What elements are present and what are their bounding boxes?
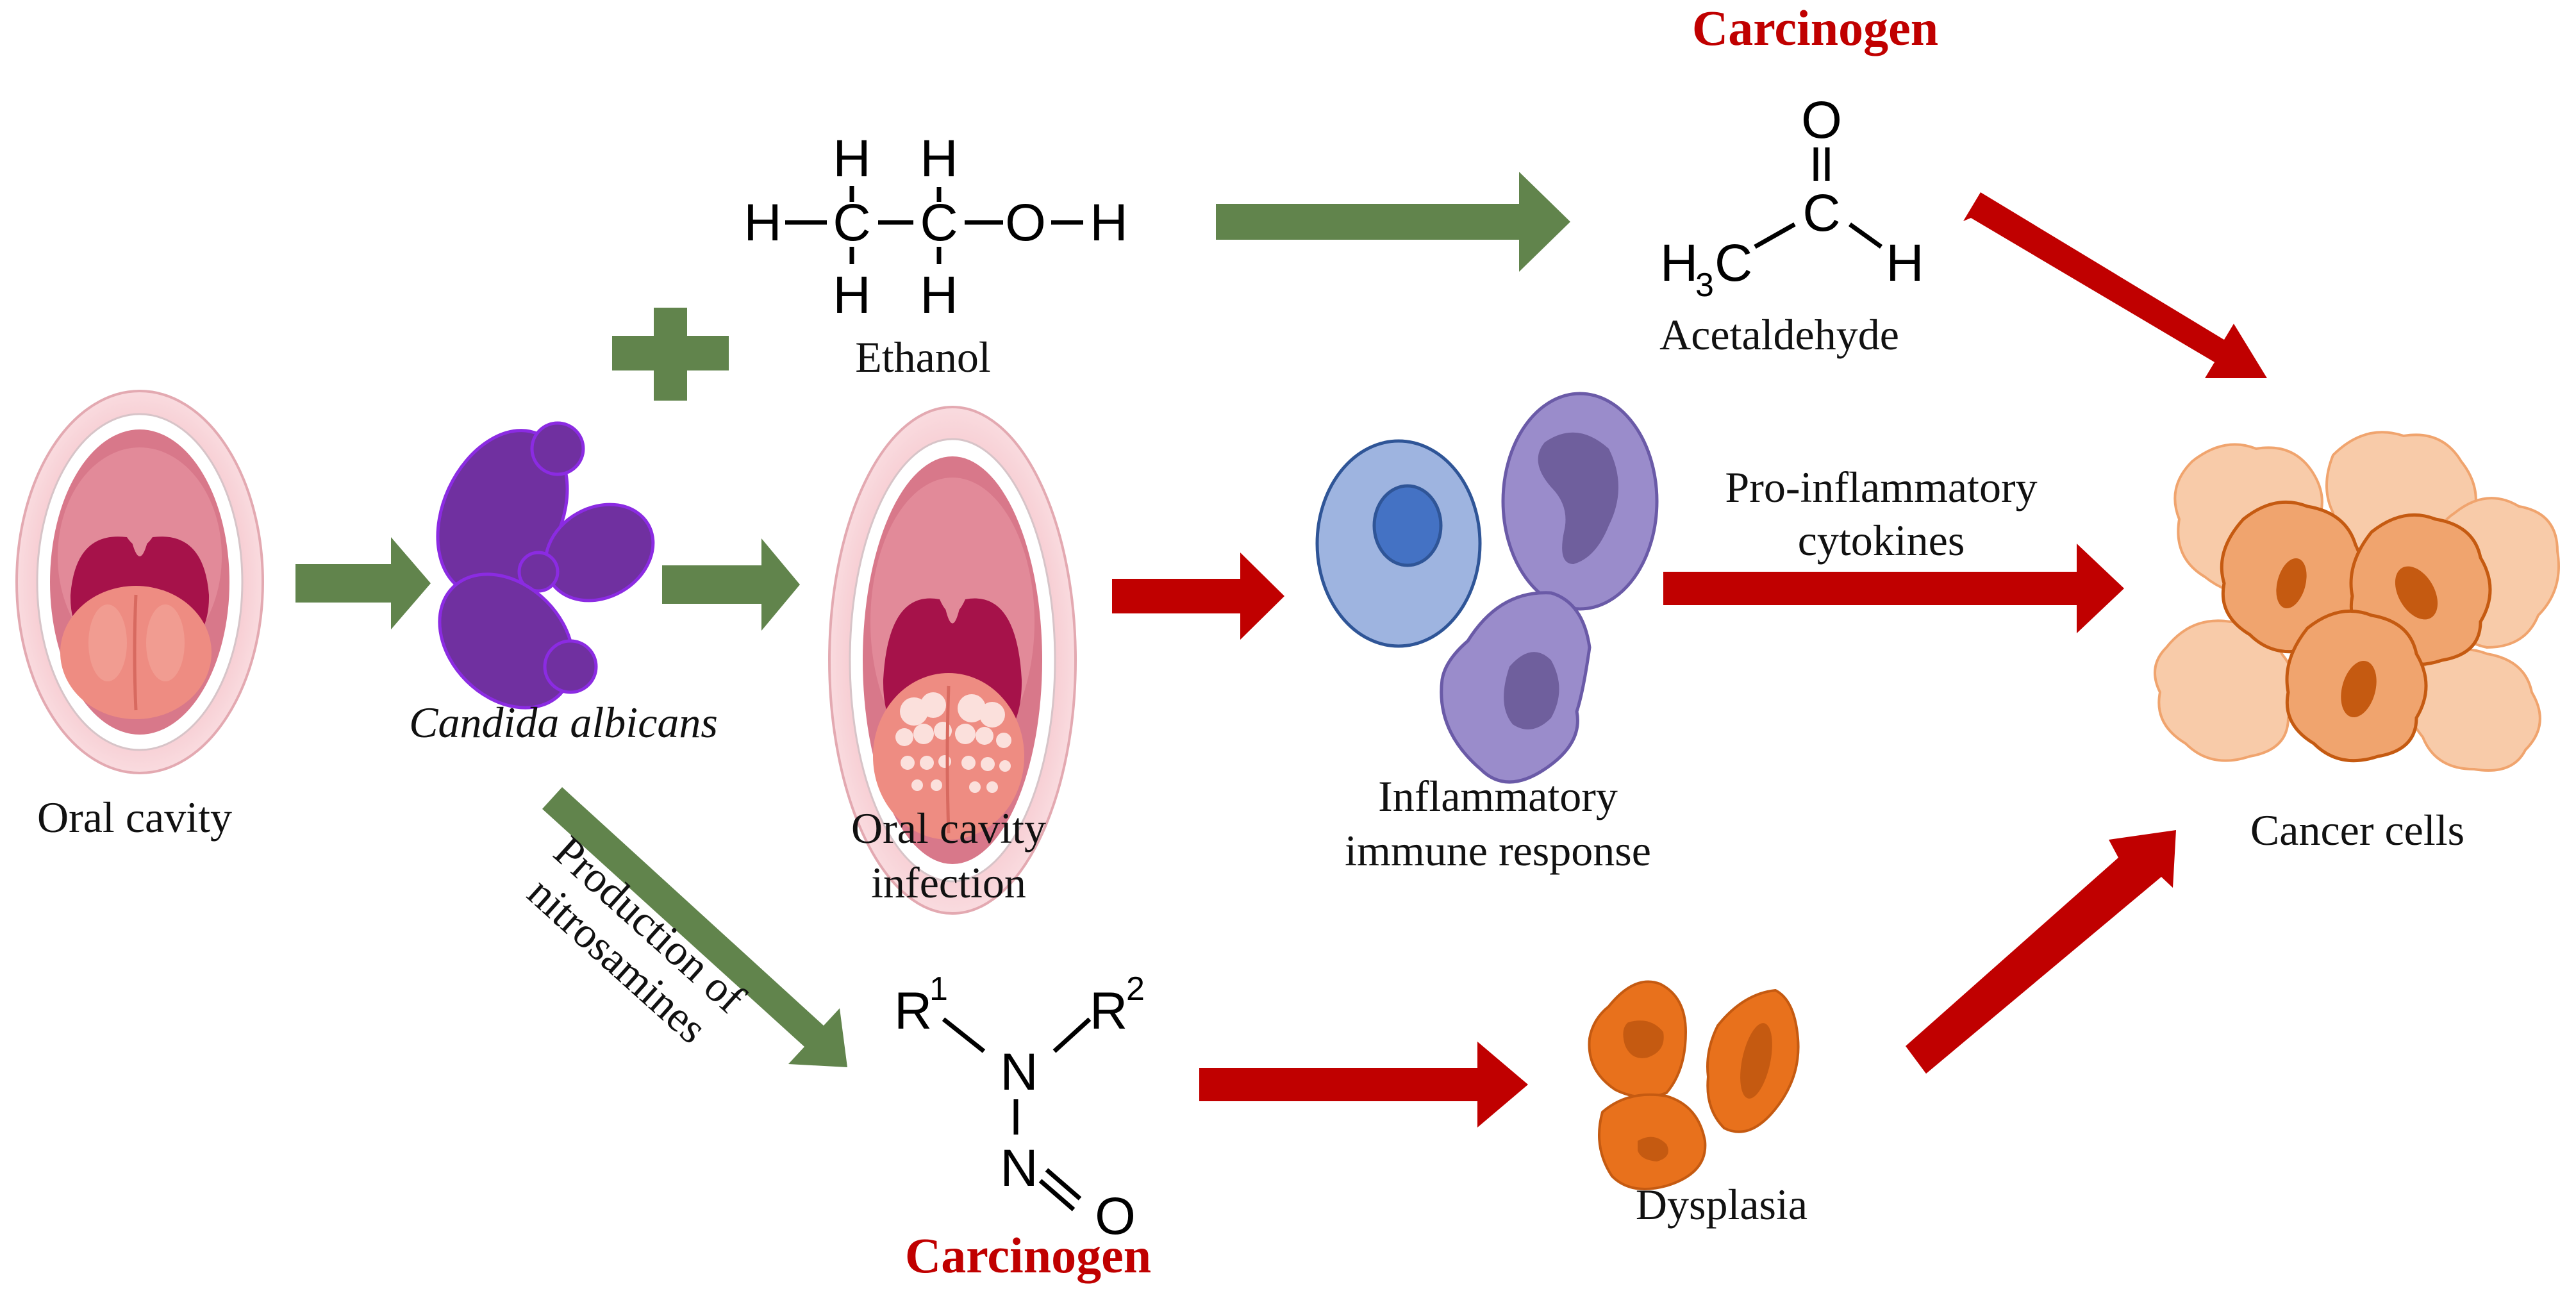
atom-h: H [920, 266, 958, 324]
candida-albicans-label: Candida albicans [409, 698, 718, 747]
arrow-infection-to-immune [1112, 553, 1284, 640]
nitrosamine-structure: R 1 R 2 N N O [894, 970, 1145, 1245]
neutrophil-cell [1501, 392, 1659, 611]
dysplastic-cell [1706, 988, 1800, 1133]
arrow-nitrosamine-to-dysplasia [1199, 1042, 1528, 1127]
lymphocyte-cell [1315, 439, 1482, 648]
atom-h: H [1886, 234, 1924, 292]
carcinogen-label-top: Carcinogen [1692, 0, 1938, 56]
background-cancer-cell [2404, 648, 2541, 772]
oral-cavity-illustration [15, 390, 264, 774]
superscript-2: 2 [1126, 970, 1145, 1008]
cytokines-label-line2: cytokines [1798, 516, 1965, 565]
arrow-oral-to-candida [295, 537, 431, 629]
atom-c: C [1715, 234, 1752, 292]
atom-n: N [1000, 1043, 1038, 1101]
immune-cells-illustration [1315, 392, 1659, 784]
dysplastic-cell [1588, 980, 1688, 1099]
atom-c: C [1802, 184, 1840, 242]
arrow-ethanol-to-acetaldehyde [1216, 172, 1570, 272]
oral-infection-label-line2: infection [871, 858, 1026, 907]
atom-c: C [920, 194, 958, 252]
atom-r1: R [894, 982, 932, 1040]
carcinogen-label-bottom: Carcinogen [905, 1227, 1151, 1283]
dysplasia-label: Dysplasia [1636, 1180, 1807, 1229]
dysplasia-illustration [1588, 980, 1800, 1190]
immune-label-line2: immune response [1345, 826, 1651, 875]
acetaldehyde-structure: O C H 3 C H [1660, 91, 1924, 304]
atom-o: O [1095, 1187, 1136, 1245]
atom-h: H [833, 129, 870, 188]
arrow-candida-to-nitrosamine [542, 787, 847, 1067]
ethanol-structure: H H H C C O H H H [744, 129, 1127, 324]
atom-h: H [1090, 194, 1127, 252]
cancer-cells-label: Cancer cells [2250, 806, 2464, 854]
atom-h: H [1660, 234, 1698, 292]
atom-o: O [1801, 91, 1842, 149]
oral-cavity-label: Oral cavity [37, 793, 232, 842]
dysplastic-cell [1598, 1093, 1707, 1190]
atom-o: O [1005, 194, 1046, 252]
atom-c: C [833, 194, 870, 252]
acetaldehyde-label: Acetaldehyde [1659, 310, 1899, 359]
oral-infection-label-line1: Oral cavity [851, 804, 1046, 853]
macrophage-cell [1440, 591, 1591, 784]
superscript-1: 1 [929, 970, 948, 1008]
atom-n: N [1000, 1139, 1038, 1197]
atom-h: H [833, 266, 870, 324]
arrow-candida-to-infection [662, 538, 800, 631]
atom-h: H [744, 194, 781, 252]
candida-albicans-illustration [436, 421, 655, 710]
cytokines-label-line1: Pro-inflammatory [1725, 463, 2037, 512]
atom-r2: R [1090, 982, 1127, 1040]
yeast-cell [517, 503, 655, 603]
plus-icon [612, 308, 729, 401]
ethanol-label: Ethanol [855, 333, 991, 381]
yeast-cell [438, 572, 598, 710]
immune-label-line1: Inflammatory [1378, 772, 1618, 820]
oral-infection-illustration [828, 406, 1077, 915]
arrow-dysplasia-to-cancer [1906, 830, 2176, 1074]
cancer-cells-illustration [2154, 431, 2560, 772]
arrow-immune-to-cancer [1663, 544, 2124, 633]
subscript-3: 3 [1695, 267, 1714, 304]
arrow-acetaldehyde-to-cancer [1963, 192, 2267, 378]
atom-h: H [920, 129, 958, 188]
